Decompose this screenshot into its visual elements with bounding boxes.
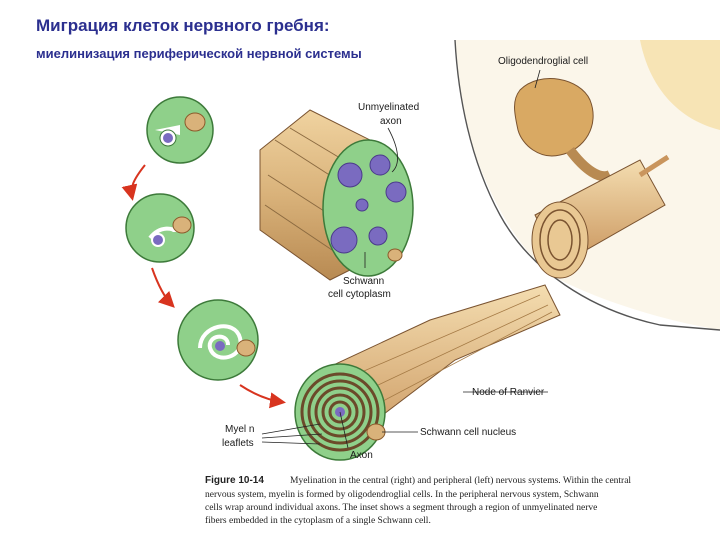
label-oligodendroglial: Oligodendroglial cell [498, 56, 588, 67]
caption-figure-label: Figure 10-14 [205, 475, 264, 486]
label-myelin-1: Myel n [225, 424, 254, 435]
label-myelin-2: leaflets [222, 438, 254, 449]
leader-lines [261, 69, 548, 449]
schwann-cell-stage-2 [125, 193, 195, 263]
label-node-ranvier: Node of Ranvier [472, 387, 545, 398]
caption-line-1: Myelination in the central (right) and p… [290, 475, 631, 486]
label-axon: Axon [350, 450, 373, 461]
label-unmyelinated-1: Unmyelinated [358, 102, 419, 113]
page-subtitle: миелинизация периферической нервной сист… [36, 46, 362, 61]
caption-line-2: nervous system, myelin is formed by olig… [205, 489, 599, 500]
oligodendroglial-cell [514, 78, 670, 279]
migration-arrows [121, 164, 286, 409]
label-schwann-cyto-1: Schwann [343, 276, 384, 287]
cns-region [454, 39, 720, 331]
axon-icon [163, 133, 173, 143]
caption-line-4: fibers embedded in the cytoplasm of a si… [205, 515, 431, 526]
label-schwann-cyto-2: cell cytoplasm [328, 289, 391, 300]
page-title: Миграция клеток нервного гребня: [36, 16, 330, 35]
schwann-cell-stage-1 [146, 96, 214, 164]
schwann-cell-stage-3 [177, 299, 259, 381]
unmyelinated-bundle [259, 109, 414, 281]
figure-caption: Figure 10-14 Myelination in the central … [205, 475, 631, 526]
label-schwann-nucleus: Schwann cell nucleus [420, 427, 516, 438]
caption-line-3: cells wrap around individual axons. The … [205, 502, 597, 513]
label-unmyelinated-2: axon [380, 116, 402, 127]
